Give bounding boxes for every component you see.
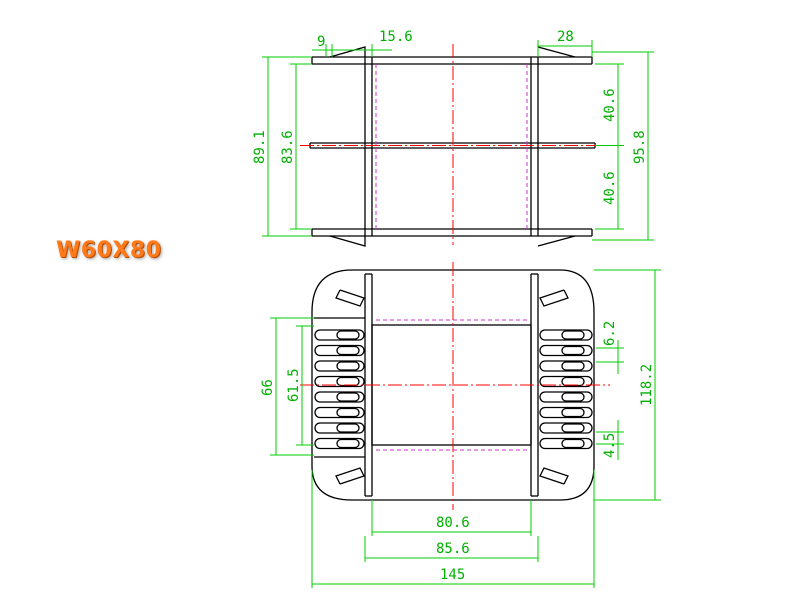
dim-left-outer: 89.1	[252, 130, 268, 164]
dim-top-right: 28	[557, 29, 574, 45]
left-terminal-pin	[314, 437, 365, 450]
right-terminal-pin	[539, 329, 593, 341]
dim-bottom-left-inner: 61.5	[286, 368, 302, 402]
right-terminal-slot	[561, 330, 585, 340]
right-terminal-slot	[561, 407, 585, 418]
right-terminal-slot	[561, 361, 585, 371]
top-view	[309, 46, 596, 247]
left-terminal-slot	[336, 330, 360, 340]
dim-right-upper: 40.6	[602, 88, 618, 122]
left-terminal-pin	[314, 406, 365, 419]
dim-top-left-b: 15.6	[379, 29, 413, 45]
left-terminal-pin	[314, 329, 365, 341]
right-terminal-pin	[539, 344, 593, 357]
dim-right-lower: 40.6	[602, 171, 618, 205]
right-terminal-slot	[561, 345, 585, 356]
dim-bottom-inner: 80.6	[436, 515, 470, 531]
left-terminal-pin	[314, 391, 365, 403]
dim-bottom-right-outer: 118.2	[639, 364, 655, 406]
right-terminal-slot	[561, 376, 585, 387]
left-terminal-pin	[314, 360, 365, 372]
left-terminal-pin	[314, 344, 365, 357]
bottom-view-dimension-labels: 66 61.5 6.2 4.5 118.2 80.6 85.6 145	[260, 321, 655, 583]
right-terminal-pin	[539, 375, 593, 388]
left-terminal-pin	[314, 422, 365, 434]
right-terminal-slot	[561, 392, 585, 402]
dim-bottom-outer: 145	[440, 567, 465, 583]
dim-bottom-right-pitch: 6.2	[602, 321, 618, 346]
dim-top-left-a: 9	[317, 34, 325, 50]
left-terminal-pin	[314, 375, 365, 388]
left-terminal-slot	[336, 407, 360, 418]
dim-right-outer: 95.8	[632, 130, 648, 164]
part-title: W60X80	[56, 238, 162, 263]
dim-bottom-left-outer: 66	[260, 379, 276, 396]
right-terminal-pin	[539, 437, 593, 450]
top-view-centerlines	[300, 44, 610, 245]
dim-left-inner: 83.6	[280, 130, 296, 164]
left-terminal-slot	[336, 392, 360, 402]
top-view-dimension-labels: 9 15.6 28 89.1 83.6 40.6 40.6 95.8	[252, 29, 648, 205]
left-terminal-slot	[336, 423, 360, 433]
dim-bottom-right-slot: 4.5	[602, 433, 618, 458]
dim-bottom-mid: 85.6	[436, 541, 470, 557]
right-terminal-pin	[539, 422, 593, 434]
bottom-view-centerlines	[300, 262, 610, 510]
left-terminal-slot	[336, 376, 360, 387]
right-terminal-pin	[539, 391, 593, 403]
right-terminal-slot	[561, 438, 585, 449]
left-terminal-slot	[336, 345, 360, 356]
left-terminal-slot	[336, 361, 360, 371]
top-view-hidden-lines	[375, 64, 528, 229]
bottom-view-dimensions	[270, 269, 661, 588]
right-terminal-slot	[561, 423, 585, 433]
right-terminal-pin	[539, 360, 593, 372]
top-view-dimensions	[262, 40, 654, 241]
left-terminal-slot	[336, 438, 360, 449]
right-terminal-pin	[539, 406, 593, 419]
